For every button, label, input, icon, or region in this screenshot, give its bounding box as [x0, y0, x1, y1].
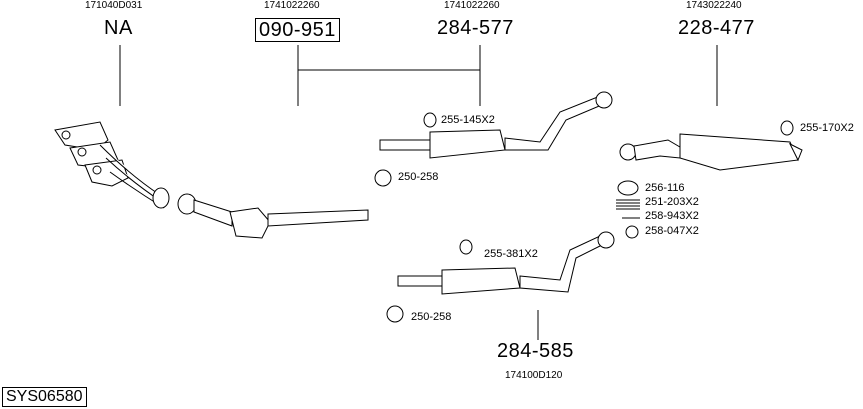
- nut-icon: [625, 225, 639, 239]
- accessory-icons: [374, 112, 794, 323]
- accessory-label: 255-145X2: [441, 114, 495, 126]
- part-number-090-951: 090-951: [255, 18, 340, 42]
- accessory-label: 250-258: [398, 171, 439, 183]
- accessory-label: 250-258: [411, 311, 452, 323]
- accessory-label: 256-116: [645, 182, 685, 194]
- catalytic-converter-pipe: [177, 193, 369, 239]
- oem-code-rear-silencer: 1743022240: [686, 0, 742, 11]
- exhaust-manifold: [54, 121, 170, 209]
- rubber-mount-icon: [423, 112, 437, 128]
- middle-silencer-284-585: [397, 231, 615, 295]
- oem-code-middle-silencer-2: 174100D120: [505, 370, 563, 381]
- clamp-icon: [386, 305, 404, 323]
- system-code: SYS06580: [2, 387, 87, 407]
- part-number-228-477: 228-477: [678, 17, 755, 39]
- oem-code-catalyst: 1741022260: [264, 0, 320, 11]
- part-number-284-585: 284-585: [497, 340, 574, 362]
- accessory-label: 255-381X2: [484, 248, 538, 260]
- spring-icon: [616, 199, 640, 210]
- part-number-284-577: 284-577: [437, 17, 514, 39]
- clamp-icon: [374, 169, 392, 187]
- gasket-icon: [617, 180, 639, 196]
- part-number-na: NA: [104, 17, 133, 39]
- oem-code-manifold: 171040D031: [85, 0, 143, 11]
- rear-silencer-228-477: [619, 133, 803, 171]
- rubber-mount-icon: [459, 239, 473, 255]
- rubber-mount-icon: [780, 120, 794, 136]
- accessory-label: 258-943X2: [645, 210, 699, 222]
- accessory-label: 258-047X2: [645, 225, 699, 237]
- oem-code-middle-silencer: 1741022260: [444, 0, 500, 11]
- accessory-label: 255-170X2: [800, 122, 854, 134]
- middle-silencer-284-577: [379, 91, 613, 159]
- accessory-label: 251-203X2: [645, 196, 699, 208]
